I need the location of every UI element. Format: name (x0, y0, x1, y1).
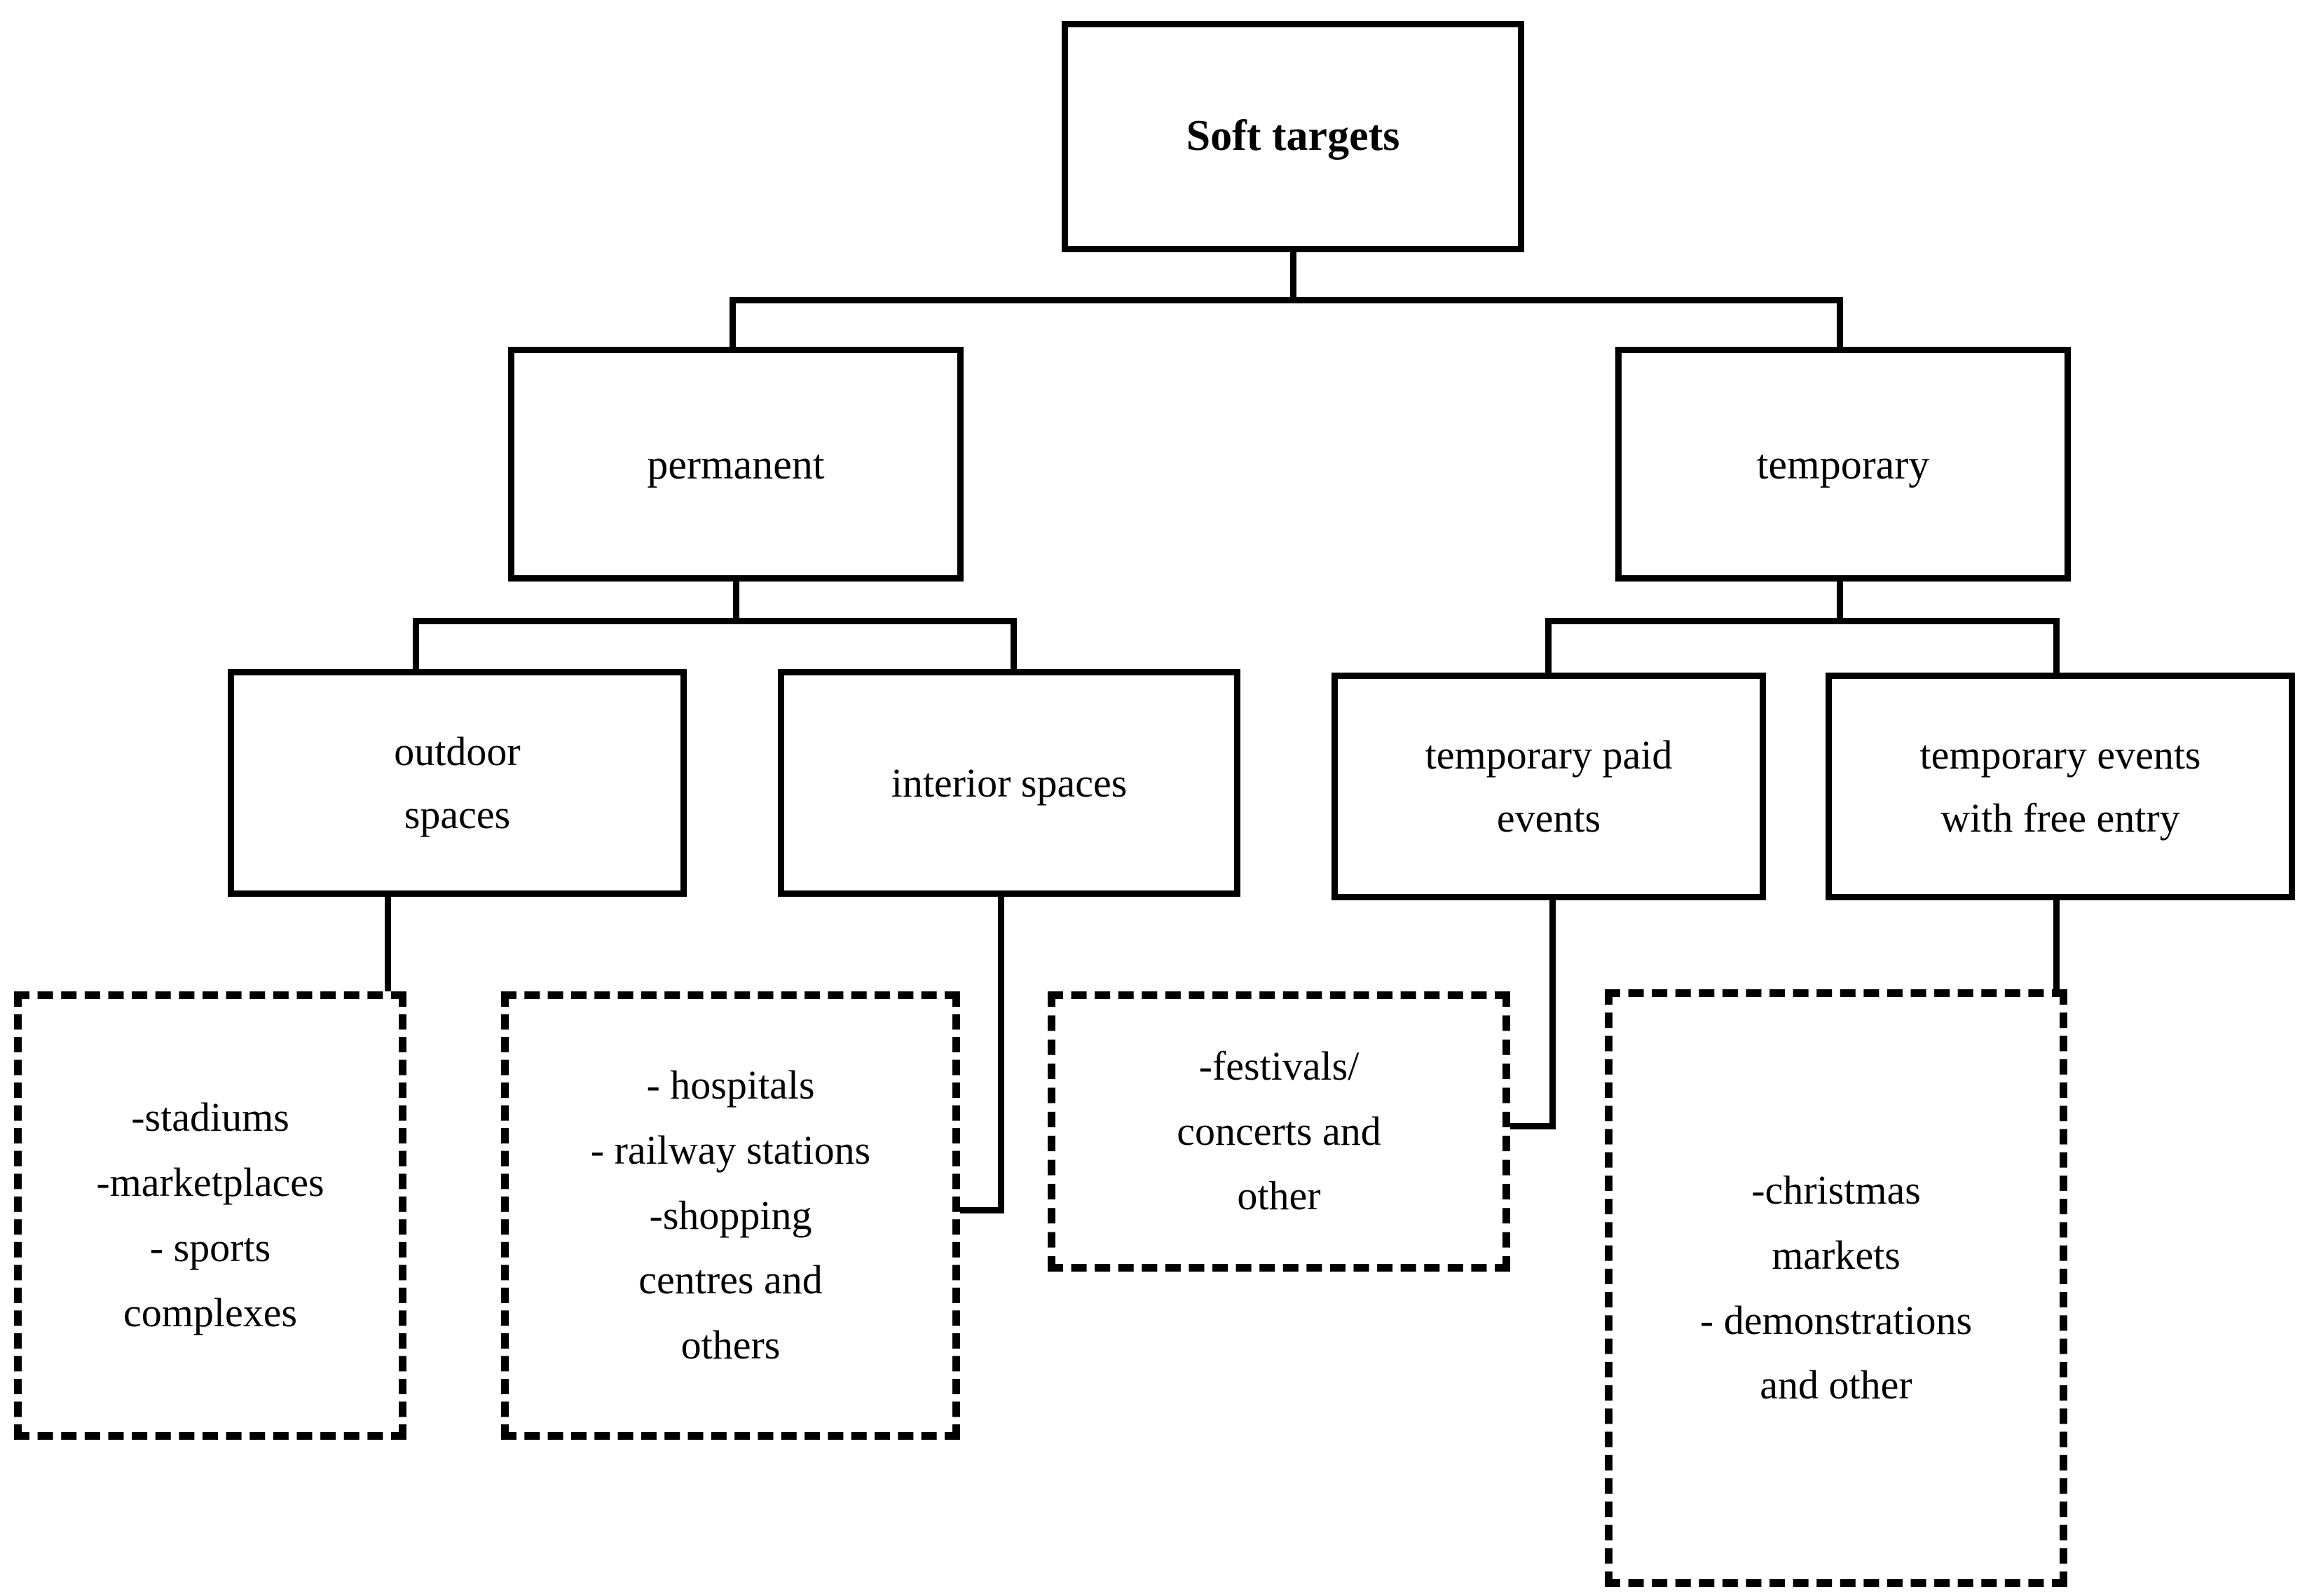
connector-to-outdoor-spaces (413, 618, 419, 675)
connector-temporary-bar (1545, 618, 2060, 624)
leaf-interior-examples[interactable]: - hospitals - railway stations -shopping… (501, 991, 960, 1440)
node-permanent-label: permanent (647, 441, 825, 488)
leaf-free-event-examples-label: -christmas markets - demonstrations and … (1699, 1167, 1973, 1408)
node-soft-targets-label: Soft targets (1186, 112, 1400, 160)
connector-to-paid-events (1545, 618, 1552, 677)
node-permanent[interactable]: permanent (508, 347, 964, 582)
node-temporary-free-events-label: temporary events with free entry (1919, 731, 2201, 841)
connector-to-free-events (2053, 618, 2060, 677)
connector-temporary-stem (1837, 576, 1843, 624)
node-temporary-free-events[interactable]: temporary events with free entry (1826, 673, 2295, 900)
connector-interior-to-leaf-horizontal (940, 1207, 1004, 1213)
connector-to-permanent (730, 297, 736, 352)
connector-permanent-stem (733, 576, 739, 624)
connector-paid-events-to-leaf-horizontal (1491, 1123, 1556, 1129)
node-interior-spaces-label: interior spaces (891, 759, 1128, 806)
node-temporary-paid-events[interactable]: temporary paid events (1331, 673, 1766, 900)
leaf-paid-event-examples-label: -festivals/ concerts and other (1177, 1043, 1381, 1219)
node-temporary[interactable]: temporary (1615, 347, 2071, 582)
leaf-free-event-examples[interactable]: -christmas markets - demonstrations and … (1605, 989, 2067, 1587)
connector-paid-events-to-leaf-vertical (1549, 895, 1556, 1129)
node-temporary-label: temporary (1756, 441, 1930, 488)
node-outdoor-spaces-label: outdoor spaces (394, 728, 521, 837)
node-soft-targets[interactable]: Soft targets (1062, 21, 1524, 252)
node-outdoor-spaces[interactable]: outdoor spaces (228, 669, 687, 897)
leaf-paid-event-examples[interactable]: -festivals/ concerts and other (1048, 991, 1510, 1272)
connector-permanent-bar (413, 618, 1017, 624)
node-temporary-paid-events-label: temporary paid events (1425, 731, 1673, 841)
connector-interior-to-leaf-vertical (998, 891, 1004, 1213)
leaf-outdoor-examples[interactable]: -stadiums -marketplaces - sports complex… (14, 991, 406, 1440)
leaf-outdoor-examples-label: -stadiums -marketplaces - sports complex… (96, 1094, 324, 1335)
connector-root-bar (730, 297, 1843, 303)
leaf-interior-examples-label: - hospitals - railway stations -shopping… (590, 1062, 871, 1368)
node-interior-spaces[interactable]: interior spaces (778, 669, 1240, 897)
connector-root-stem (1290, 247, 1296, 300)
connector-to-interior-spaces (1011, 618, 1017, 675)
connector-to-temporary (1837, 297, 1843, 352)
connector-free-events-to-leaf-vertical (2053, 895, 2060, 994)
